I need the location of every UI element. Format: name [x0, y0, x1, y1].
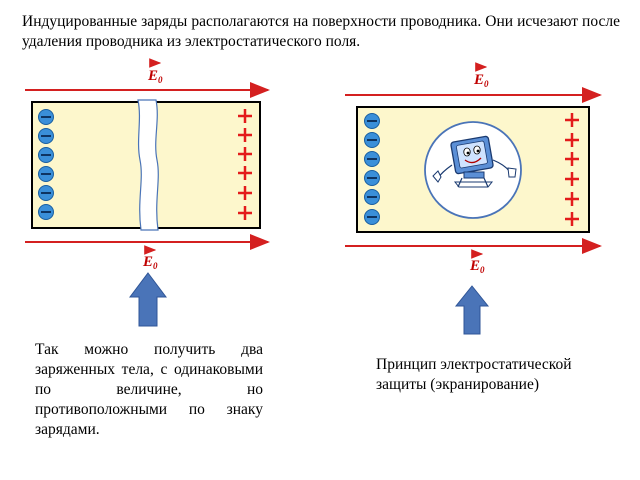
plus-charge-icon — [565, 172, 579, 186]
field-label-bottom-left: E0 — [142, 254, 158, 271]
plus-charge-icon — [238, 109, 252, 123]
plus-charge-icon — [565, 212, 579, 226]
up-arrow-icon — [454, 285, 490, 335]
plus-charge-icon — [238, 206, 252, 220]
header-text: Индуцированные заряды располагаются на п… — [22, 13, 620, 50]
right-caption: Принцип электростатической защиты (экран… — [376, 356, 572, 393]
plus-charges-right — [565, 113, 579, 226]
plus-charge-icon — [565, 113, 579, 127]
field-label-top-left: E0 — [147, 68, 163, 85]
minus-charges-left — [38, 109, 54, 220]
computer-mascot-icon — [432, 135, 517, 188]
right-diagram: E0 — [345, 62, 602, 335]
plus-charge-icon — [238, 128, 252, 142]
cut-gap — [137, 99, 159, 231]
plus-charge-icon — [565, 152, 579, 166]
plus-charge-icon — [238, 147, 252, 161]
field-label-top-right: E0 — [473, 72, 489, 89]
field-label-bottom-right: E0 — [469, 258, 485, 275]
plus-charge-icon — [565, 192, 579, 206]
plus-charges-left — [238, 109, 252, 220]
plus-charge-icon — [565, 133, 579, 147]
left-caption: Так можно получить два заряженных тела, … — [35, 341, 263, 438]
plus-charge-icon — [238, 166, 252, 180]
left-diagram: E0 E0 — [25, 58, 270, 327]
plus-charge-icon — [238, 186, 252, 200]
up-arrow-icon — [129, 272, 167, 327]
